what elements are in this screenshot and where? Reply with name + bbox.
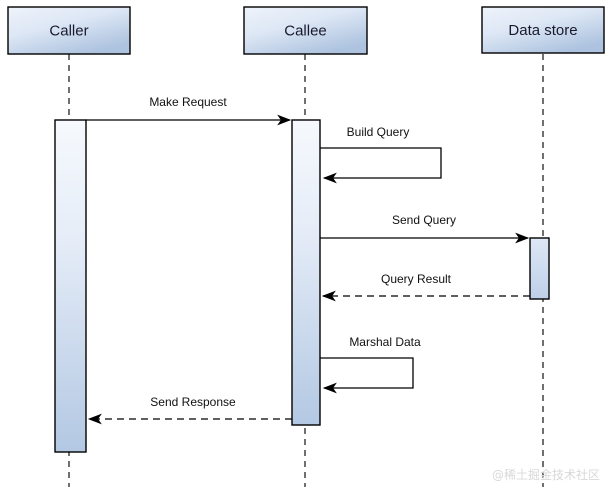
message-make-request[interactable]: Make Request (86, 95, 292, 126)
participant-box-callee[interactable] (243, 6, 368, 55)
message-build-query[interactable]: Build Query (320, 125, 442, 184)
participant-box-caller[interactable] (7, 6, 131, 55)
message-label-send-query: Send Query (392, 213, 456, 227)
message-label-query-result: Query Result (381, 272, 452, 286)
message-label-marshal-data: Marshal Data (349, 335, 421, 349)
activations-group (54, 119, 550, 453)
activation-bar-callee (291, 119, 321, 426)
participant-box-datastore[interactable] (481, 6, 605, 54)
participant-callee[interactable]: Callee (243, 6, 368, 55)
activation-bar-datastore (529, 237, 550, 300)
message-arrow-build-query[interactable] (320, 147, 442, 184)
participant-label-callee: Callee (284, 22, 327, 39)
message-label-make-request: Make Request (149, 95, 227, 109)
message-send-response[interactable]: Send Response (87, 395, 292, 425)
participant-label-datastore: Data store (508, 22, 577, 39)
participant-label-caller: Caller (49, 22, 88, 39)
message-label-build-query: Build Query (347, 125, 410, 139)
message-marshal-data[interactable]: Marshal Data (320, 335, 421, 394)
participant-datastore[interactable]: Data store (481, 6, 605, 54)
message-label-send-response: Send Response (150, 395, 236, 409)
message-send-query[interactable]: Send Query (320, 213, 530, 244)
watermark-text: @稀土掘金技术社区 (492, 467, 600, 482)
activation-bar-caller (54, 119, 87, 453)
participant-caller[interactable]: Caller (7, 6, 131, 55)
message-query-result[interactable]: Query Result (321, 272, 530, 302)
message-arrow-marshal-data[interactable] (320, 357, 414, 394)
